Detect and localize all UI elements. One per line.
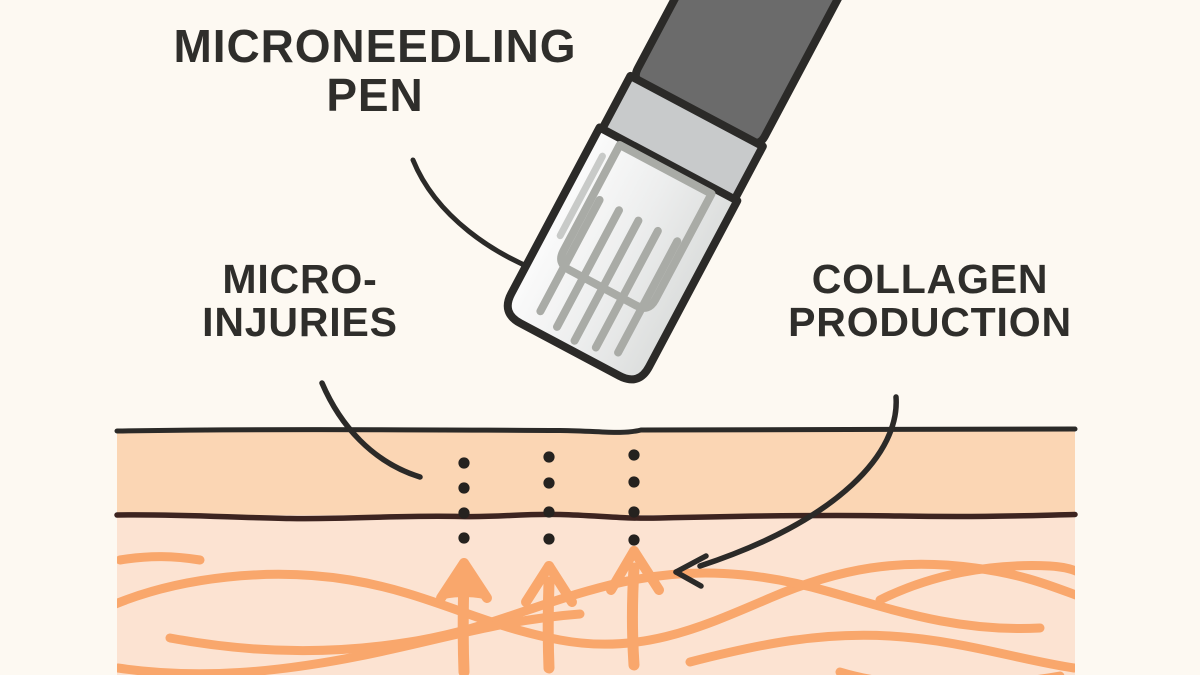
micro-injury-dots — [458, 449, 640, 546]
collagen-arrow-up — [436, 558, 492, 675]
label-collagen-production: COLLAGEN PRODUCTION — [788, 256, 1072, 346]
collagen-arrow-up — [606, 546, 664, 671]
collagen-fiber — [875, 561, 1075, 605]
collagen-fiber — [685, 630, 1075, 673]
pen-needle-array — [536, 195, 682, 357]
micro-injury-dot — [543, 533, 555, 545]
pen-needle — [570, 216, 643, 345]
collagen-arrow-up — [521, 561, 577, 674]
micro-injury-dot — [628, 476, 640, 488]
page-title: MICRONEEDLING PEN — [173, 20, 577, 121]
label-micro-injuries: MICRO- INJURIES — [202, 256, 398, 346]
micro-injury-dot — [543, 451, 555, 463]
micro-injury-dot — [543, 506, 555, 518]
pen-needle — [591, 226, 662, 352]
micro-injury-dot — [628, 506, 640, 518]
micro-injury-dot — [628, 534, 640, 546]
dermal-junction-line — [114, 511, 1078, 522]
micro-injury-dot — [458, 457, 470, 469]
micro-injury-dot — [458, 482, 470, 494]
collagen-fiber — [117, 552, 205, 565]
pen-needle — [553, 206, 623, 331]
micro-injury-dot — [458, 507, 470, 519]
epidermis-layer — [117, 430, 1075, 515]
pen-needle — [536, 195, 604, 316]
pen-cartridge-inner-outline — [557, 140, 716, 312]
micro-injury-dot — [628, 449, 640, 461]
micro-injury-dot — [543, 477, 555, 489]
collagen-arrow-group — [436, 546, 664, 675]
collagen-leader-arrow — [673, 394, 899, 589]
pen-highlight — [556, 152, 606, 240]
micro-injuries-leader-line — [319, 380, 423, 480]
micro-injury-dot — [458, 532, 470, 544]
pen-needle — [614, 237, 682, 357]
microneedling-pen — [503, 0, 883, 384]
skin-surface-line — [114, 426, 1078, 435]
collagen-fiber — [117, 609, 585, 675]
